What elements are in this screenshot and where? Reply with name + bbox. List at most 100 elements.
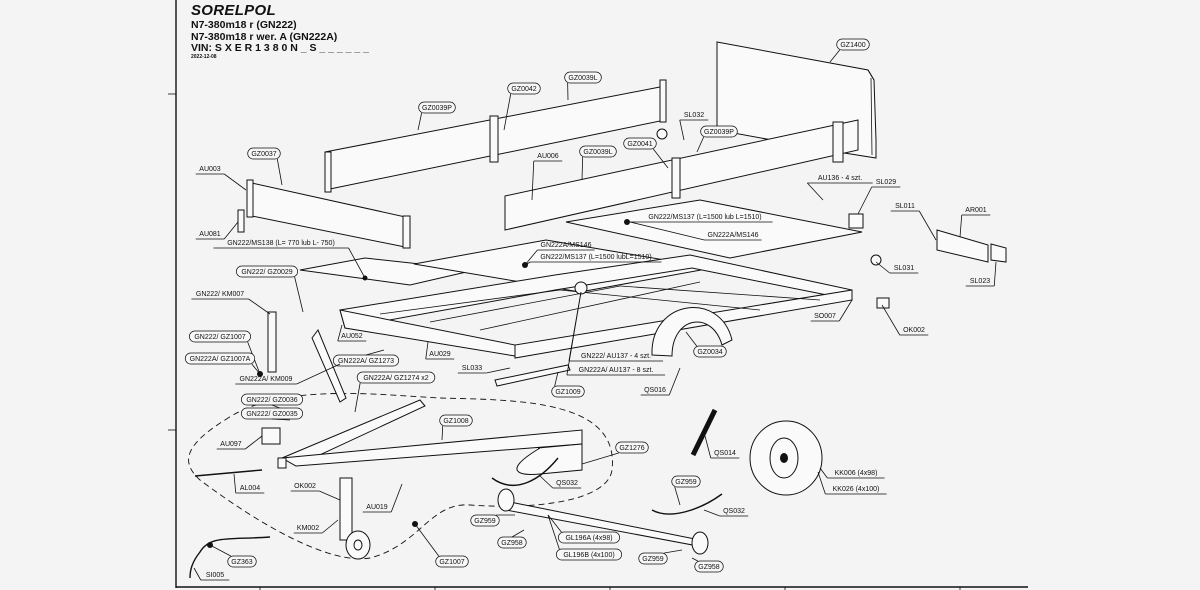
callout-bubble [671, 475, 701, 488]
mudguard-gz0034 [651, 307, 733, 357]
leader-line [838, 299, 853, 322]
callout-bubble [638, 552, 668, 565]
leader-line [652, 148, 669, 169]
callout-gz363: GZ363 [209, 544, 257, 568]
callout-gz0037: GZ0037 [247, 147, 283, 186]
callout-label: GZ1400 [840, 42, 865, 49]
leader-line [337, 324, 343, 342]
callout-al004: AL004 [233, 473, 265, 494]
callout-qs032-left: QS032 [539, 475, 582, 489]
leader-line [674, 486, 681, 506]
callout-label: AL004 [240, 485, 260, 492]
callout-gz958-left: GZ958 [497, 529, 527, 549]
callout-bubble [615, 441, 649, 454]
callout-gl196b: GL196B (4x100) [547, 514, 623, 561]
callout-label: QS014 [714, 450, 736, 457]
callout-label: GN222/ GZ0035 [246, 411, 297, 418]
vin-line: VIN: S X E R 1 3 8 0 N _ S _ _ _ _ _ _ [191, 42, 370, 54]
rear-board-gz0037 [237, 179, 411, 249]
callout-label: SL029 [876, 179, 896, 186]
leader-line [233, 473, 237, 494]
callout-gn222a-gz1273: GN222A/ GZ1273 [332, 349, 400, 367]
callout-label: GZ0039P [704, 129, 734, 136]
callout-label: AU019 [366, 504, 388, 511]
leader-line [629, 221, 705, 241]
callout-au136: AU136 - 4 szt. [807, 175, 873, 201]
callout-gz958-right: GZ958 [691, 557, 724, 573]
callout-gn222a-ms146-right: GN222A/MS146 [629, 221, 762, 241]
callout-qs032-right: QS032 [703, 508, 749, 517]
callout-label: GZ0039L [583, 149, 612, 156]
callout-bubble [555, 548, 623, 561]
callout-label: OK002 [294, 483, 316, 490]
callout-qs016: QS016 [640, 367, 681, 396]
side-board-top [324, 79, 667, 193]
leader-line [271, 418, 291, 421]
leader-line [703, 509, 720, 517]
callout-gz1276: GZ1276 [581, 441, 649, 465]
leader-line [881, 304, 901, 336]
drawbar-gz1008 [277, 399, 583, 475]
leader-line [918, 210, 937, 241]
callout-bubble [470, 514, 500, 527]
callout-kk026: KK026 (4x100) [817, 471, 887, 495]
callout-label: GZ1007 [439, 559, 464, 566]
callout-sl029: SL029 [857, 179, 901, 215]
callout-label: GN222/MS138 (L= 770 lub L- 750) [227, 240, 335, 247]
callout-label: GZ959 [642, 556, 664, 563]
leader-line [390, 483, 403, 513]
callout-label: AU081 [199, 231, 221, 238]
axle-gl196 [491, 457, 723, 555]
callout-label: GZ958 [501, 540, 523, 547]
callout-gn222-ms138: GN222/MS138 (L= 770 lub L- 750) [213, 240, 366, 279]
leader-line [691, 557, 698, 562]
callout-label: QS032 [723, 508, 745, 515]
leader-line [581, 452, 619, 465]
leader-line [547, 514, 562, 533]
leader-line [248, 298, 271, 315]
callout-label: GL196A (4x98) [565, 535, 612, 542]
callout-label: QS016 [644, 387, 666, 394]
floor-panels [299, 199, 863, 293]
callout-gz0039p-mid: GZ0039P [696, 125, 738, 153]
leader-line [245, 435, 263, 450]
callout-bubble [507, 82, 541, 95]
callout-km002: KM002 [293, 519, 339, 534]
callout-label: GZ0041 [627, 141, 652, 148]
cable-al004 [194, 469, 263, 477]
callout-gz0039l-mid: GZ0039L [579, 145, 617, 181]
leader-line [425, 341, 429, 360]
callout-gn222a-ms146-mid: GN222A/MS146 [524, 242, 595, 266]
leader-line [539, 475, 554, 489]
callout-au029: AU029 [425, 341, 455, 360]
leader-line [224, 173, 247, 191]
brand-name: SORELPOL [191, 2, 276, 19]
leader-line [875, 261, 890, 274]
callout-label: GN222A/ AU137 - 8 szt. [579, 367, 654, 374]
callout-label: OK002 [903, 327, 925, 334]
callout-label: GZ0037 [251, 151, 276, 158]
callout-label: SI005 [206, 572, 224, 579]
leader-line [819, 467, 828, 479]
callout-label: GN222A/ GZ1007A [190, 356, 251, 363]
callout-label: GN222A/ GZ1274 x2 [363, 375, 428, 382]
callout-bubble [189, 330, 252, 343]
callout-label: SL033 [462, 365, 482, 372]
title-block: SORELPOL N7-380m18 r (GN222) N7-380m18 r… [191, 3, 369, 60]
callout-label: GL196B (4x100) [563, 552, 614, 559]
leader-line [223, 221, 239, 240]
callout-label: SL023 [970, 278, 990, 285]
callout-gn222-gz1007: GN222/ GZ1007 [189, 330, 261, 375]
callout-label: GN222/ AU137 - 4 szt. [581, 353, 651, 360]
callout-label: GN222A/ KM009 [240, 376, 293, 383]
callout-labels: GZ1400GZ0039LGZ0042GZ0039PSL032GZ0039PGZ… [184, 38, 997, 581]
leader-line [414, 523, 440, 557]
callout-label: GN222A/MS146 [708, 232, 759, 239]
callout-gn222a-gz1007a: GN222A/ GZ1007A [184, 352, 261, 375]
leader-line [251, 363, 261, 375]
leader-line [704, 435, 712, 459]
callout-bubble [227, 555, 257, 568]
callout-label: AU052 [341, 333, 363, 340]
